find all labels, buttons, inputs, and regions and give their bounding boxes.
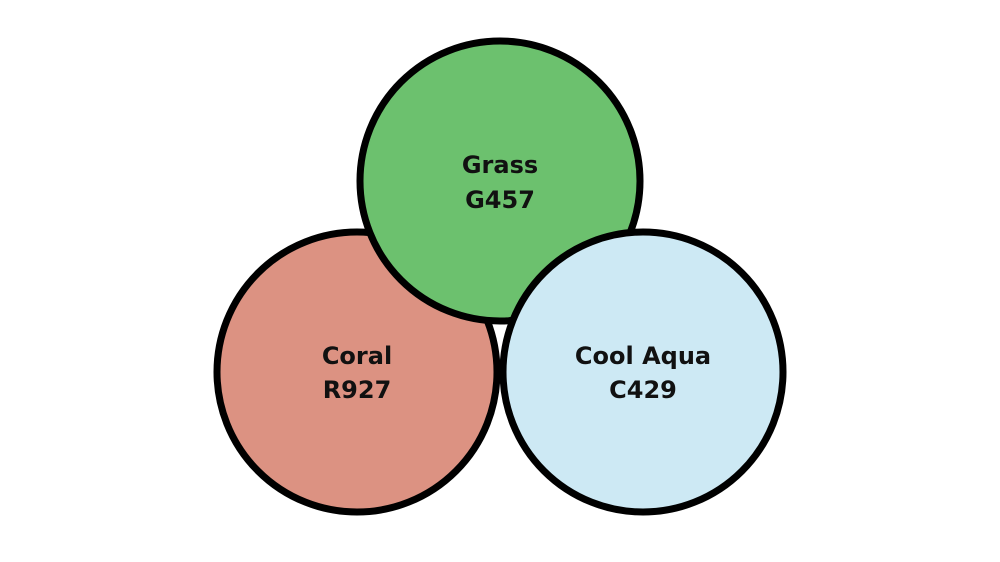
cool-aqua-code: C429: [609, 376, 677, 404]
cool-aqua-name: Cool Aqua: [575, 342, 711, 370]
coral-name: Coral: [322, 342, 392, 370]
coral-code: R927: [323, 376, 392, 404]
grass-code: G457: [465, 186, 535, 214]
cool-aqua-circle-shape: [499, 228, 787, 516]
grass-name: Grass: [462, 151, 538, 179]
circle-cool-aqua: [499, 228, 787, 516]
